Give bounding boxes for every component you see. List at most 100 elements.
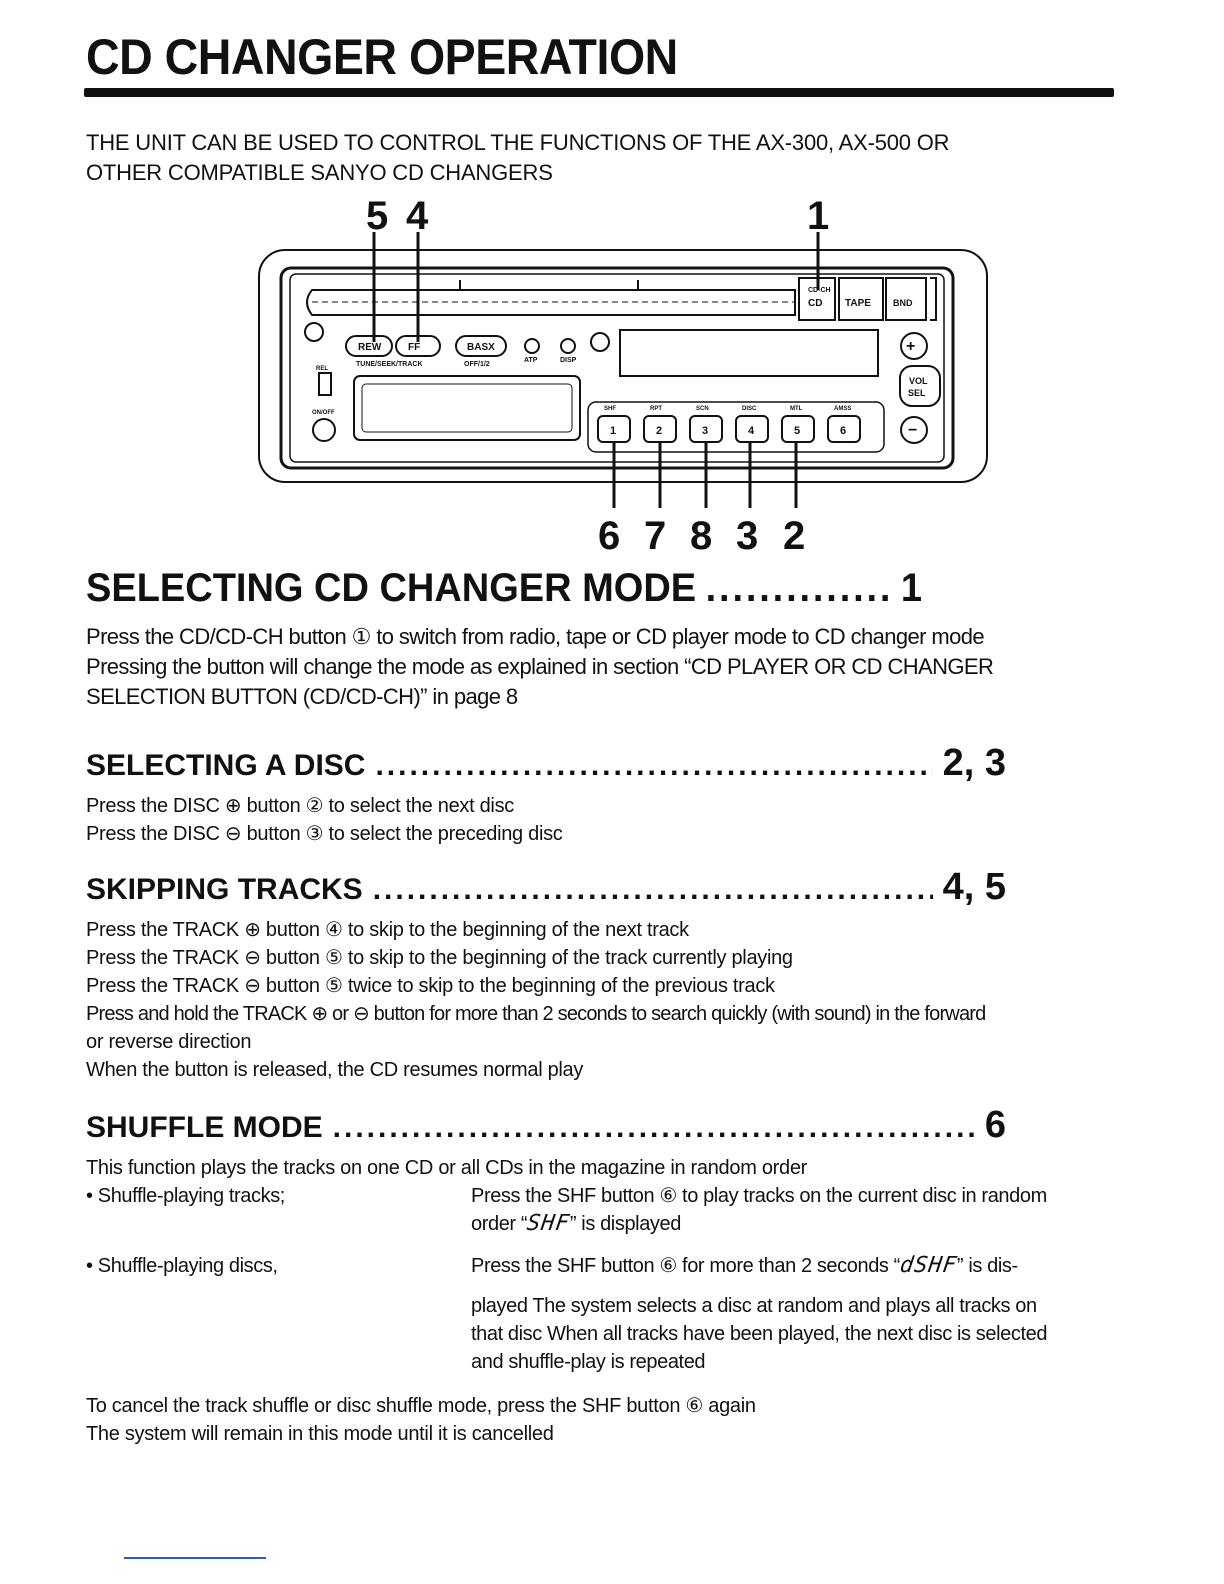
quote-open: order “ [471,1213,528,1235]
footer-rule [124,1557,266,1559]
body-line: Press the TRACK ⊖ button ⑤ twice to skip… [86,975,775,997]
body-line: The system will remain in this mode unti… [86,1423,554,1445]
body-line: Press the DISC ⊕ button ② to select the … [86,795,514,817]
body-line: or reverse direction [86,1031,252,1053]
preset-1: 1 [610,425,616,437]
atp-button [524,338,540,354]
label-disc: DISC [742,406,757,412]
preset-2: 2 [656,425,662,437]
shuffle-tracks-desc: Press the SHF button ⑥ to play tracks on… [471,1182,1121,1238]
label-tune: TUNE/SEEK/TRACK [356,361,423,368]
label-bnd: BND [893,298,913,308]
shuffle-tracks-label: • Shuffle-playing tracks; [86,1185,285,1207]
section-disc-heading: SELECTING A DISC .......................… [86,742,1006,785]
section-mode-title: SELECTING CD CHANGER MODE [86,566,697,610]
power-button [312,418,336,442]
callout-5: 5 [366,194,389,238]
leader-dots: ........................................… [332,1111,975,1144]
page-title: CD CHANGER OPERATION [86,29,678,85]
body-line: To cancel the track shuffle or disc shuf… [86,1395,756,1417]
shuffle-intro: This function plays the tracks on one CD… [86,1157,808,1179]
section-disc-body: Press the DISC ⊕ button ② to select the … [86,792,1116,848]
desc-line: Press the SHF button ⑥ to play tracks on… [471,1185,1047,1207]
label-ff: FF [408,342,420,353]
body-line: Press the TRACK ⊕ button ④ to skip to th… [86,919,689,941]
section-shuffle-title: SHUFFLE MODE [86,1111,323,1144]
lower-display [353,375,581,441]
callout-1: 1 [807,194,830,238]
vol-sel-button [899,365,941,407]
leader-dots: ........................................… [372,873,933,906]
label-tape: TAPE [845,298,871,309]
section-tracks-heading: SKIPPING TRACKS ........................… [86,866,1006,909]
minus-button [900,416,928,444]
tape-button [838,277,884,321]
shuffle-discs-desc: Press the SHF button ⑥ for more than 2 s… [471,1252,1121,1376]
body-line: Pressing the button will change the mode… [86,654,994,679]
preset-3: 3 [702,425,708,437]
section-mode-ref: 1 [900,566,922,610]
label-cd: CD [808,298,822,309]
desc-line: order “SHF” is displayed [471,1210,1121,1238]
body-line: Press the TRACK ⊖ button ⑤ to skip to th… [86,947,793,969]
quote-open: Press the SHF button ⑥ for more than 2 s… [471,1255,900,1277]
display-dshf: dSHF [898,1253,959,1278]
disp-button [560,338,576,354]
svg-text:−: − [908,422,917,439]
desc-line: played The system selects a disc at rand… [471,1295,1037,1317]
callout-3: 3 [736,514,759,558]
label-sel: SEL [908,388,926,398]
label-basx: BASX [467,342,495,353]
label-atp: ATP [524,357,538,364]
leader-dots: ........................................… [705,566,892,610]
section-shuffle-ref: 6 [984,1104,1006,1146]
label-off: OFF/1/2 [464,361,490,368]
callout-7: 7 [644,514,667,558]
label-disp: DISP [560,357,577,364]
label-rel: REL [316,366,328,372]
plus-button [900,332,928,360]
callout-2: 2 [783,514,806,558]
eject-button [304,322,324,342]
preset-4: 4 [748,425,755,437]
label-shf: SHF [604,406,616,412]
section-tracks-ref: 4, 5 [942,866,1006,908]
section-tracks-title: SKIPPING TRACKS [86,873,363,906]
preset-6: 6 [840,425,846,437]
title-rule [84,88,1114,97]
section-disc-ref: 2, 3 [942,742,1006,784]
body-line: SELECTION BUTTON (CD/CD-CH)” in page 8 [86,684,518,709]
body-line: Press the CD/CD-CH button ① to switch fr… [86,624,985,649]
shuffle-discs-label: • Shuffle-playing discs, [86,1255,278,1277]
rew-button [345,335,393,357]
body-line: When the button is released, the CD resu… [86,1059,584,1081]
label-mtl: MTL [790,406,803,412]
callout-6: 6 [598,514,621,558]
section-disc-title: SELECTING A DISC [86,749,366,782]
section-mode-body: Press the CD/CD-CH button ① to switch fr… [86,622,1116,712]
display-shf: SHF [525,1211,572,1236]
quote-close: ” is displayed [569,1213,682,1235]
preset-5: 5 [794,425,800,437]
desc-line: and shuffle-play is repeated [471,1351,706,1373]
body-line: Press and hold the TRACK ⊕ or ⊖ button f… [86,1003,986,1025]
leader-dots: ........................................… [375,749,932,782]
label-rpt: RPT [650,406,662,412]
body-line: Press the DISC ⊖ button ③ to select the … [86,823,563,845]
label-amss: AMSS [834,406,851,412]
callout-4: 4 [406,194,429,238]
bnd-button [885,277,927,321]
head-unit-drawing: CD-CH CD TAPE BND REW FF BASX TUNE/SEEK/… [258,232,988,508]
section-mode-heading: SELECTING CD CHANGER MODE ..............… [86,566,922,611]
intro-line: OTHER COMPATIBLE SANYO CD CHANGERS [86,160,553,185]
label-onoff: ON/OFF [312,410,335,416]
upper-display [619,329,879,377]
label-rew: REW [358,342,382,353]
release-button [318,372,332,396]
face-plate [279,266,955,470]
outer-housing [258,249,988,483]
callout-8: 8 [690,514,713,558]
shuffle-outro: To cancel the track shuffle or disc shuf… [86,1392,1116,1448]
quote-close: ” is dis- [956,1255,1018,1277]
label-vol: VOL [909,376,928,386]
